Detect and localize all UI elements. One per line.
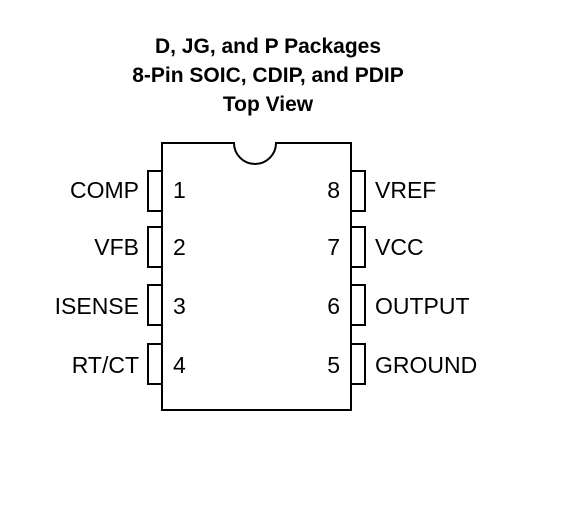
pin-1-name: COMP	[70, 177, 139, 203]
pin-2-name: VFB	[94, 234, 139, 260]
pin-4-name: RT/CT	[72, 352, 139, 378]
pin-7-name: VCC	[375, 234, 424, 260]
pin-4-number: 4	[173, 352, 186, 378]
pin-7-number: 7	[327, 234, 340, 260]
pin-3-number: 3	[173, 293, 186, 319]
pin-6-number: 6	[327, 293, 340, 319]
title-line-pin-count: 8-Pin SOIC, CDIP, and PDIP	[132, 64, 404, 87]
pin-8-number: 8	[327, 177, 340, 203]
pin-3-lead	[147, 284, 163, 326]
title-line-view: Top View	[222, 93, 314, 116]
pin-8-lead	[350, 170, 366, 212]
pin-5-name: GROUND	[375, 352, 477, 378]
pin-8-name: VREF	[375, 177, 436, 203]
pin-1-number: 1	[173, 177, 186, 203]
pin-2-lead	[147, 226, 163, 268]
ic-body	[161, 142, 352, 411]
pin-1-lead	[147, 170, 163, 212]
title-line-packages: D, JG, and P Packages	[154, 35, 382, 58]
pin-4-lead	[147, 343, 163, 385]
pin-6-name: OUTPUT	[375, 293, 470, 319]
pin-5-number: 5	[327, 352, 340, 378]
pin-7-lead	[350, 226, 366, 268]
pin-2-number: 2	[173, 234, 186, 260]
pin-6-lead	[350, 284, 366, 326]
pin-3-name: ISENSE	[55, 293, 139, 319]
package-title: D, JG, and P Packages 8-Pin SOIC, CDIP, …	[0, 32, 536, 119]
pin-5-lead	[350, 343, 366, 385]
